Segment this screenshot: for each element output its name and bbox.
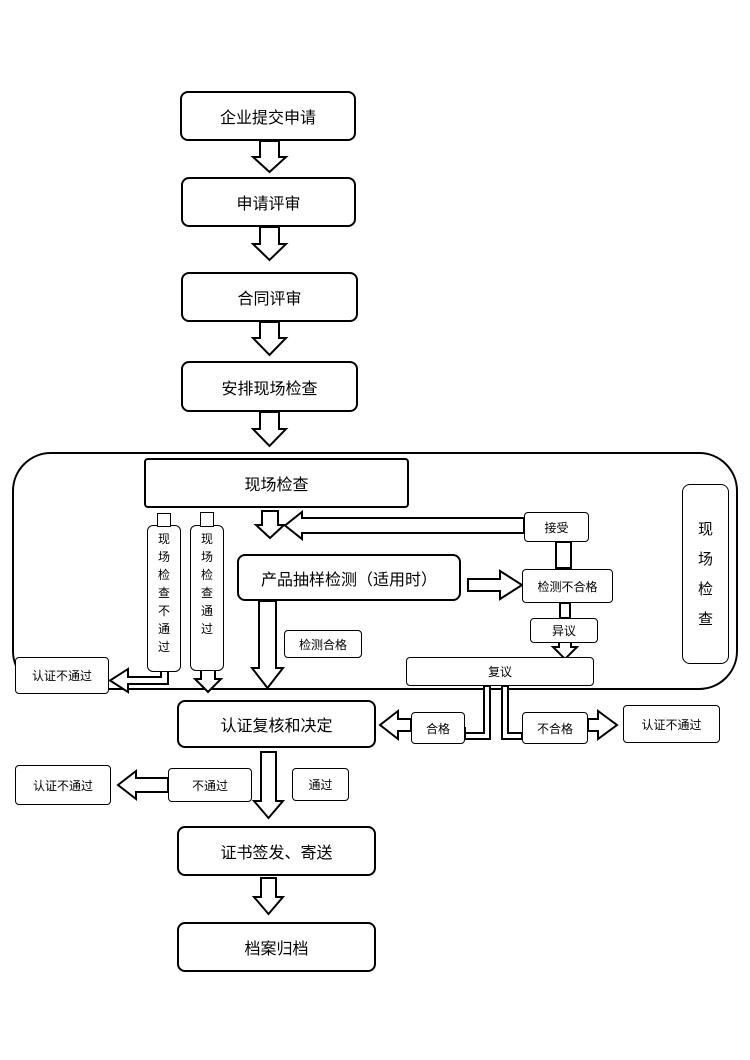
- onsite-stage-side-title: 现 场 检 查: [682, 484, 729, 664]
- accept-stem: [555, 541, 572, 569]
- inspection-pass-char-4: 查: [200, 586, 213, 600]
- inspection-fail-char-7: 过: [157, 640, 170, 654]
- qualified-box: 合格: [411, 712, 465, 744]
- cert-fail-label-1: 认证不通过: [31, 669, 92, 683]
- step-product-sampling: 产品抽样检测（适用时）: [237, 554, 461, 601]
- arrow-issue-to-archive: [251, 877, 286, 916]
- side-title-char-3: 检: [697, 580, 713, 598]
- arrow-inspectionfail-to-certfail: [108, 667, 169, 694]
- arrow-unqualified-to-certfail: [587, 709, 619, 741]
- step-archive-label: 档案归档: [244, 939, 309, 958]
- not-pass-label: 不通过: [191, 778, 228, 793]
- inspection-fail-char-3: 检: [157, 568, 170, 582]
- side-title-char-4: 查: [697, 610, 713, 628]
- inspection-pass-char-2: 场: [200, 550, 213, 564]
- arrow-certreview-to-issue: [251, 751, 286, 820]
- arrow-reexam-to-qualified: [464, 685, 491, 740]
- arrow-sampling-to-certreview: [249, 600, 286, 690]
- inspection-fail-bar: 现 场 检 查 不 通 过: [147, 525, 181, 672]
- step-submit-application-label: 企业提交申请: [219, 108, 316, 127]
- cert-fail-label-3: 认证不通过: [32, 778, 93, 793]
- inspection-pass-char-6: 过: [200, 622, 213, 636]
- step-onsite-inspection-label: 现场检查: [244, 475, 309, 494]
- arrow-notpass-to-certfail: [116, 768, 169, 802]
- testfail-to-objection-stem: [559, 602, 571, 619]
- test-fail-box: 检测不合格: [522, 569, 613, 603]
- cert-fail-box-right: 认证不通过: [623, 705, 720, 743]
- step-application-review-label: 申请评审: [236, 194, 301, 213]
- inspection-fail-bar-tab: [157, 513, 171, 527]
- pass-label: 通过: [308, 778, 333, 792]
- accept-box: 接受: [524, 512, 589, 542]
- step-contract-review: 合同评审: [181, 272, 358, 322]
- step-submit-application: 企业提交申请: [180, 91, 356, 141]
- not-pass-box: 不通过: [168, 768, 252, 802]
- reexam-label: 复议: [487, 665, 512, 679]
- arrow-arrange-to-onsite: [250, 411, 289, 448]
- step-certification-review-label: 认证复核和决定: [220, 716, 333, 735]
- step-product-sampling-label: 产品抽样检测（适用时）: [260, 569, 437, 589]
- step-application-review: 申请评审: [181, 177, 356, 227]
- arrow-sampling-to-testfail: [467, 569, 524, 601]
- step-certification-review: 认证复核和决定: [177, 700, 376, 748]
- arrow-reexam-to-unqualified: [501, 685, 523, 740]
- step-arrange-inspection-label: 安排现场检查: [221, 378, 318, 398]
- arrow-qualified-to-certreview: [378, 708, 412, 742]
- inspection-fail-char-2: 场: [157, 550, 170, 564]
- inspection-pass-char-3: 检: [200, 568, 213, 582]
- qualified-label: 合格: [425, 721, 450, 736]
- objection-label: 异议: [551, 624, 576, 638]
- cert-fail-box-left-bottom: 认证不通过: [15, 765, 111, 805]
- test-fail-label: 检测不合格: [537, 579, 598, 594]
- inspection-pass-char-5: 通: [200, 604, 213, 618]
- arrow-onsite-to-sampling: [253, 510, 287, 540]
- step-contract-review-label: 合同评审: [237, 289, 302, 308]
- step-arrange-inspection: 安排现场检查: [181, 361, 358, 412]
- cert-fail-box-left-top: 认证不通过: [15, 657, 109, 694]
- pass-box: 通过: [292, 768, 349, 801]
- onsite-stage-frame: [12, 452, 738, 690]
- inspection-fail-char-4: 查: [157, 586, 170, 600]
- cert-fail-label-2: 认证不通过: [641, 717, 702, 732]
- side-title-char-1: 现: [697, 520, 713, 538]
- arrow-accept-to-onsite: [283, 509, 525, 542]
- inspection-pass-bar-tab: [200, 512, 214, 527]
- step-onsite-inspection: 现场检查: [144, 458, 409, 508]
- unqualified-label: 不合格: [536, 721, 573, 736]
- test-pass-box: 检测合格: [284, 630, 362, 658]
- inspection-fail-char-6: 通: [157, 622, 170, 636]
- unqualified-box: 不合格: [522, 712, 588, 744]
- arrow-contract-to-arrange: [250, 321, 289, 357]
- objection-box: 异议: [530, 618, 598, 643]
- test-pass-label: 检测合格: [298, 637, 347, 652]
- arrow-submit-to-review: [250, 140, 289, 174]
- inspection-pass-bar: 现 场 检 查 通 过: [190, 525, 224, 671]
- inspection-fail-char-1: 现: [157, 532, 170, 546]
- side-title-char-2: 场: [697, 550, 713, 568]
- arrow-review-to-contract: [250, 226, 289, 262]
- inspection-pass-char-1: 现: [200, 532, 213, 546]
- reexam-box: 复议: [406, 657, 594, 686]
- accept-label: 接受: [544, 520, 569, 535]
- step-issue-certificate-label: 证书签发、寄送: [220, 843, 333, 862]
- inspection-fail-char-5: 不: [157, 604, 170, 618]
- step-archive: 档案归档: [177, 922, 376, 972]
- step-issue-certificate: 证书签发、寄送: [177, 826, 376, 876]
